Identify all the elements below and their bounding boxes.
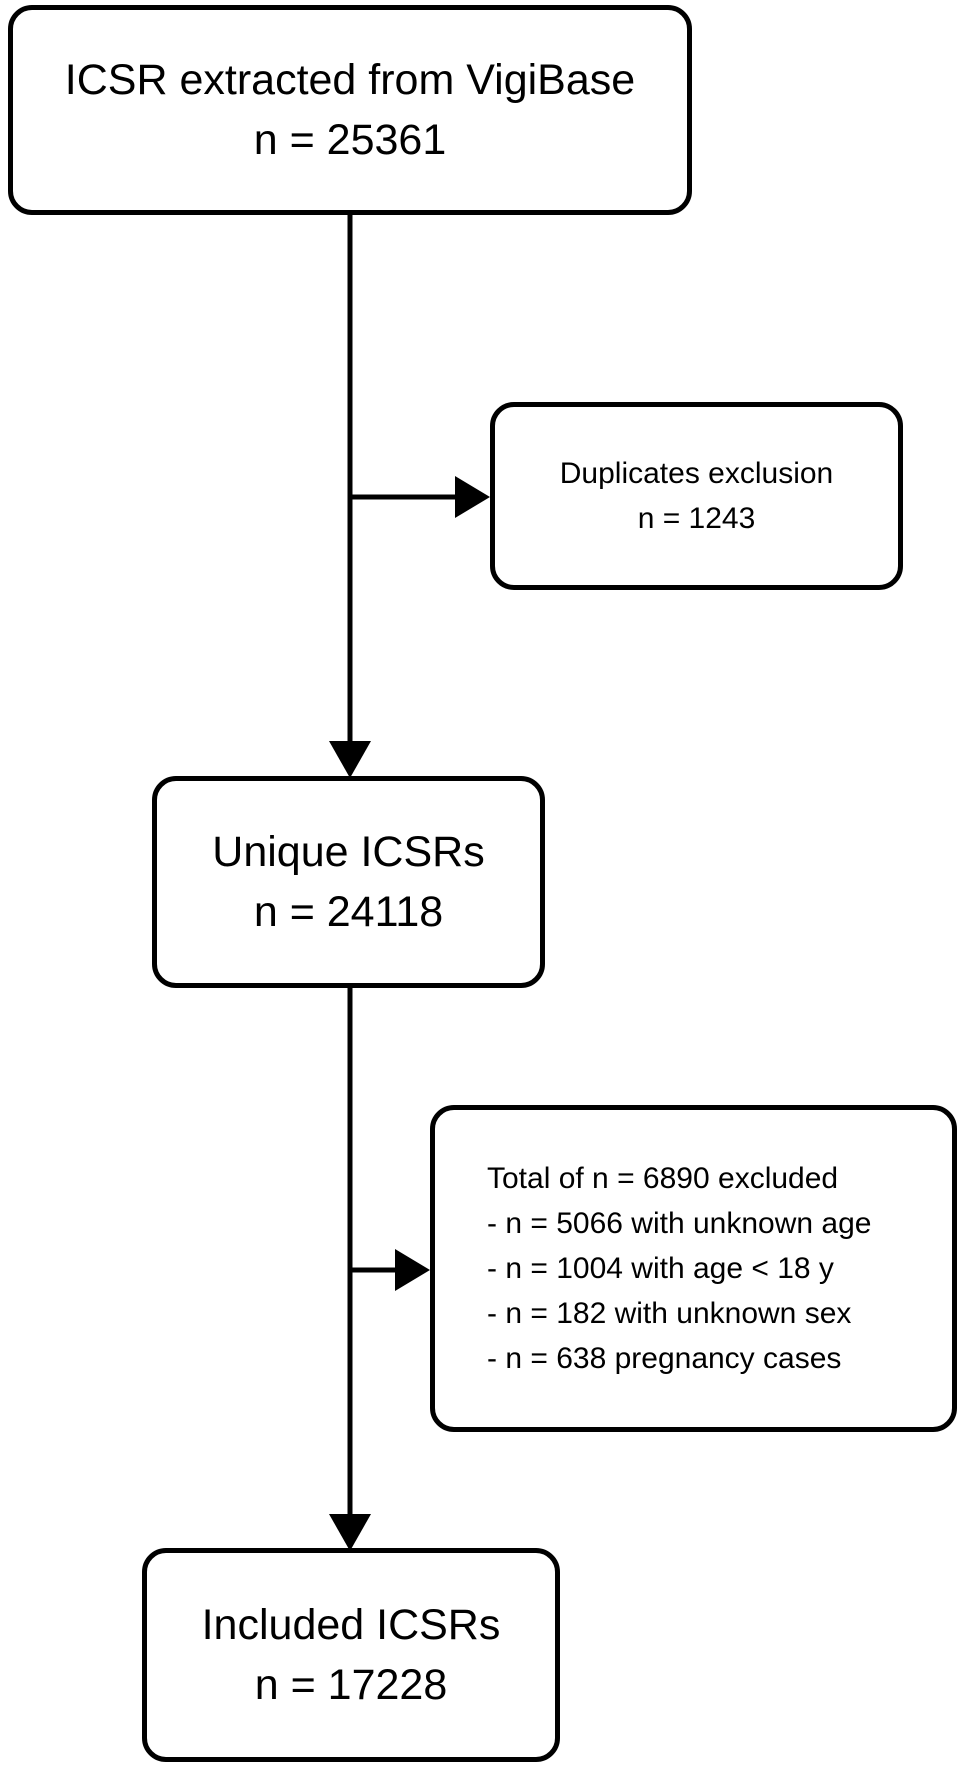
- excluded-box-line: - n = 182 with unknown sex: [487, 1297, 852, 1330]
- duplicates-exclusion-box: Duplicates exclusion n = 1243: [490, 402, 903, 590]
- excluded-box-line: - n = 1004 with age < 18 y: [487, 1252, 834, 1285]
- included-box-count: n = 17228: [254, 1661, 448, 1709]
- exclusion-criteria-box: Total of n = 6890 excluded - n = 5066 wi…: [430, 1105, 957, 1432]
- included-box-label: Included ICSRs: [201, 1600, 501, 1649]
- source-box: ICSR extracted from VigiBase n = 25361: [8, 5, 692, 215]
- arrowhead-right-icon: [455, 476, 490, 518]
- source-box-count: n = 25361: [253, 116, 447, 164]
- source-box-label: ICSR extracted from VigiBase: [64, 55, 636, 104]
- unique-icsrs-box: Unique ICSRs n = 24118: [152, 776, 545, 988]
- excluded-box-line: - n = 5066 with unknown age: [487, 1207, 872, 1240]
- arrowhead-right-icon: [395, 1249, 430, 1291]
- arrowhead-down-icon: [329, 741, 371, 778]
- unique-box-label: Unique ICSRs: [212, 827, 485, 876]
- excluded-box-line: Total of n = 6890 excluded: [487, 1162, 839, 1195]
- included-icsrs-box: Included ICSRs n = 17228: [142, 1548, 560, 1762]
- unique-box-count: n = 24118: [253, 888, 444, 936]
- duplicates-box-label: Duplicates exclusion: [559, 457, 834, 490]
- arrowhead-down-icon: [329, 1514, 371, 1551]
- excluded-box-line: - n = 638 pregnancy cases: [487, 1342, 842, 1375]
- duplicates-box-count: n = 1243: [637, 502, 756, 535]
